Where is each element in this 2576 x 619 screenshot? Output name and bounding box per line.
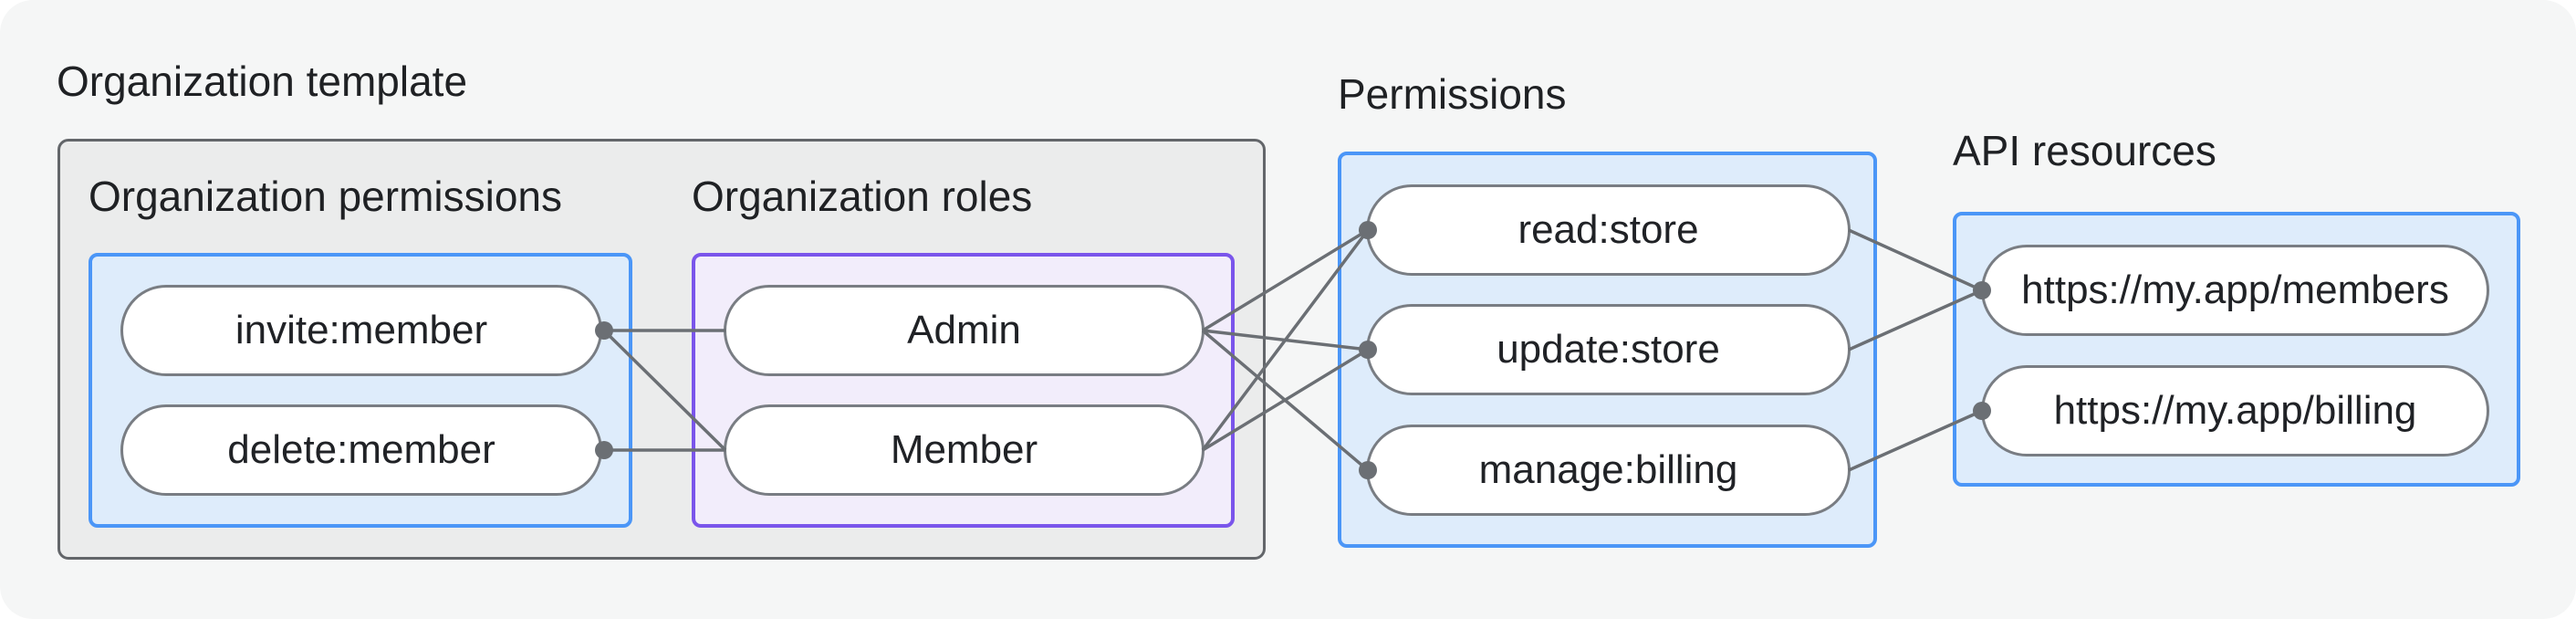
read-store-pill: read:store [1366,184,1851,276]
delete-member-pill: delete:member [120,404,602,496]
api-billing-pill: https://my.app/billing [1981,365,2489,456]
org-roles-title: Organization roles [692,173,1033,220]
invite-member-pill: invite:member [120,285,602,376]
update-store-pill: update:store [1366,304,1851,395]
member-role-pill: Member [724,404,1205,496]
api-members-pill: https://my.app/members [1981,245,2489,336]
org-permissions-title: Organization permissions [89,173,563,220]
admin-role-pill: Admin [724,285,1205,376]
org-template-title: Organization template [57,58,468,105]
manage-billing-pill: manage:billing [1366,425,1851,516]
api-resources-title: API resources [1953,127,2216,174]
permissions-title: Permissions [1338,70,1567,118]
